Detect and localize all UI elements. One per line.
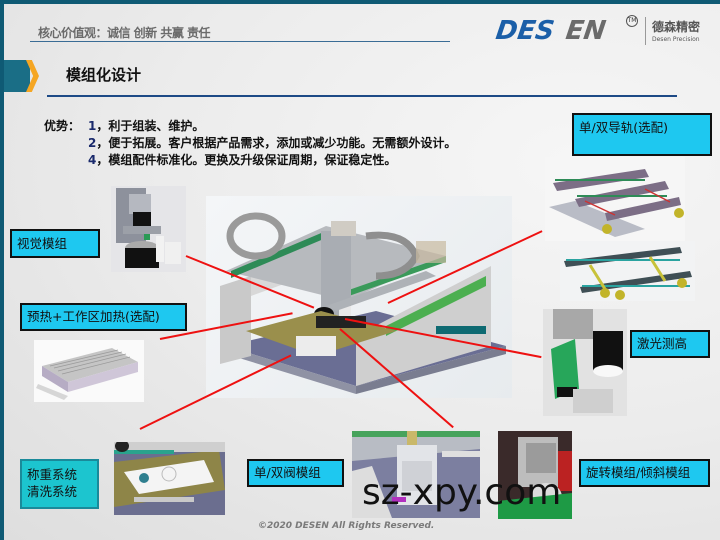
laser-module-image bbox=[543, 309, 627, 416]
advantage-text: ，模组配件标准化。更换及升级保证周期，保证稳定性。 bbox=[96, 153, 397, 167]
header-divider bbox=[30, 41, 450, 42]
advantage-text: ，利于组装、维护。 bbox=[96, 119, 205, 133]
weighing-cleaning-image bbox=[114, 442, 225, 515]
company-logo: DES EN TM 德森精密 Desen Precision bbox=[493, 14, 716, 46]
left-border bbox=[0, 0, 4, 540]
advantage-number: 4 bbox=[88, 153, 97, 167]
page-title: 模组化设计 bbox=[66, 66, 142, 84]
valve-module-image bbox=[352, 431, 480, 518]
vision-module-image bbox=[111, 186, 186, 272]
logo-cn-name: 德森精密 bbox=[652, 20, 701, 34]
copyright-text: ©2020 DESEN All Rights Reserved. bbox=[258, 521, 435, 531]
label-weighing: 称重系统 bbox=[27, 467, 78, 482]
logo-text-en: EN bbox=[563, 16, 608, 46]
label-valve-module: 单/双阀模组 bbox=[247, 459, 344, 487]
watermark-text: sz-xpy.com bbox=[362, 472, 562, 513]
label-rotation-module: 旋转模组/倾斜模组 bbox=[579, 459, 710, 487]
label-rail: 单/双导轨(选配) bbox=[572, 113, 712, 156]
logo-separator bbox=[645, 17, 646, 45]
rotation-module-image bbox=[498, 431, 572, 519]
advantage-item: 4 ，模组配件标准化。更换及升级保证周期，保证稳定性。 bbox=[44, 152, 456, 169]
logo-en-name: Desen Precision bbox=[652, 36, 700, 43]
core-values-text: 核心价值观：诚信 创新 共赢 责任 bbox=[38, 26, 211, 40]
single-rail-image bbox=[560, 241, 695, 301]
label-preheat: 预热+工作区加热(选配) bbox=[20, 303, 187, 331]
label-vision-module: 视觉模组 bbox=[10, 229, 100, 258]
advantage-number: 1 bbox=[88, 119, 97, 133]
advantage-item: 优势： 1 ，利于组装、维护。 bbox=[44, 118, 456, 135]
main-machine-image bbox=[206, 196, 512, 398]
trademark-icon: TM bbox=[626, 15, 638, 27]
title-underline bbox=[47, 95, 677, 97]
advantage-text: ，便于拓展。客户根据产品需求，添加或减少功能。无需额外设计。 bbox=[96, 136, 457, 150]
label-cleaning: 清洗系统 bbox=[27, 484, 78, 499]
top-border bbox=[0, 0, 720, 4]
advantage-number: 2 bbox=[88, 136, 97, 150]
label-weighing-cleaning: 称重系统 清洗系统 bbox=[20, 459, 99, 509]
advantage-item: 2 ，便于拓展。客户根据产品需求，添加或减少功能。无需额外设计。 bbox=[44, 135, 456, 152]
logo-text-des: DES bbox=[493, 16, 557, 46]
advantages-list: 优势： 1 ，利于组装、维护。 2 ，便于拓展。客户根据产品需求，添加或减少功能… bbox=[44, 118, 456, 169]
title-marker-bar bbox=[4, 60, 30, 92]
advantages-label: 优势： bbox=[44, 119, 81, 133]
heater-module-image bbox=[34, 340, 144, 402]
label-laser: 激光测高 bbox=[630, 330, 710, 358]
dual-rail-image bbox=[545, 157, 685, 241]
